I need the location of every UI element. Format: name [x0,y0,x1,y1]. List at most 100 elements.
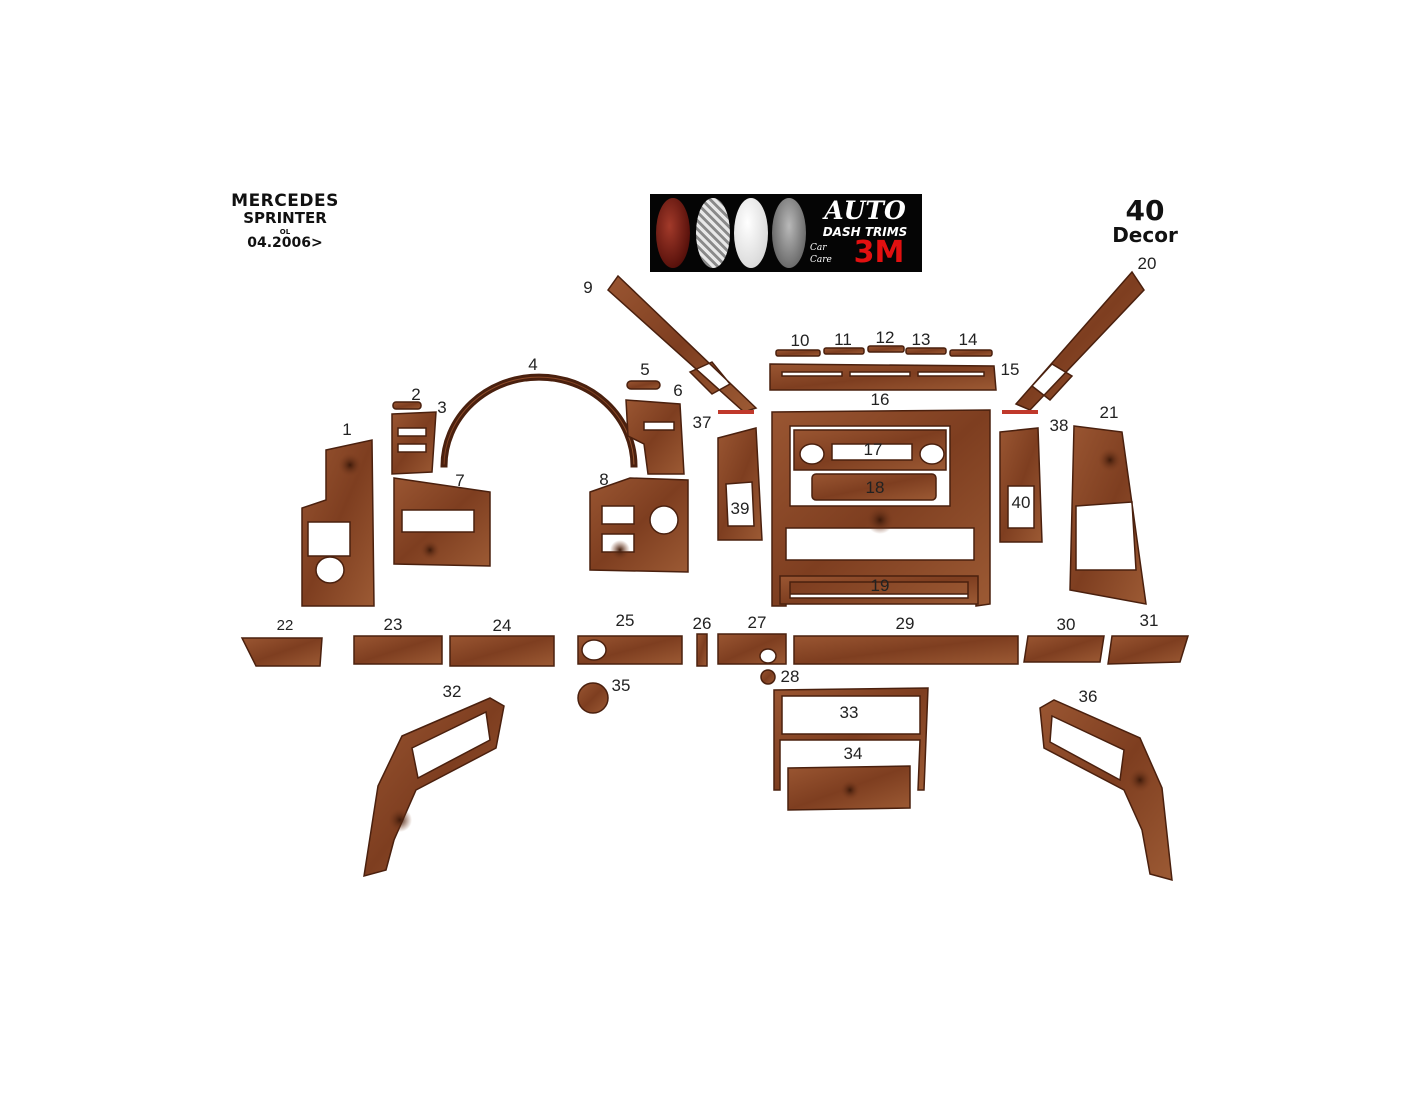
piece-4 [440,373,638,468]
logo-3m: 3M [853,235,905,270]
piece-label-7: 7 [455,471,465,490]
piece-label-4: 4 [528,355,538,374]
piece-label-28: 28 [780,667,800,686]
piece-8 [589,477,689,573]
piece-label-36: 36 [1078,687,1098,706]
piece-label-11: 11 [834,330,852,349]
piece-14 [949,349,993,357]
piece-label-19: 19 [870,576,890,595]
piece-19 [779,575,979,605]
knot-a [338,453,362,477]
piece-1 [301,439,375,607]
make-label: MERCEDES [231,191,339,211]
piece-6 [625,399,685,475]
piece-label-35: 35 [611,676,631,695]
piece-38 [999,427,1043,543]
carbon-swatch-icon [696,198,730,268]
piece-label-2: 2 [411,385,421,404]
piece-18 [811,473,937,501]
model-label: SPRINTER [243,209,327,227]
accent-37 [718,410,754,414]
piece-label-6: 6 [673,381,683,400]
piece-32 [363,697,505,878]
knot-d [866,506,894,534]
silver-swatch-icon [772,198,806,268]
piece-37 [717,427,763,541]
piece-26 [696,633,708,667]
piece-label-3: 3 [437,398,447,417]
piece-2 [392,401,422,410]
piece-label-29: 29 [895,614,915,633]
brand-logo: AUTO DASH TRIMS Car Care 3M [650,194,922,272]
knot-e [1098,448,1122,472]
piece-count: 40 [1125,194,1165,227]
piece-29 [793,635,1019,665]
piece-11 [823,347,865,355]
piece-21 [1069,425,1147,605]
piece-28 [760,669,776,685]
sub-label: OL [279,228,291,236]
piece-13 [905,347,947,355]
piece-label-38: 38 [1049,416,1069,435]
piece-35 [577,682,609,714]
piece-15 [769,363,997,391]
piece-31 [1107,635,1190,665]
piece-24 [449,635,555,667]
piece-7 [393,477,491,567]
knot-f [388,808,412,832]
piece-9 [606,274,758,413]
piece-10 [775,349,821,357]
piece-33 [773,687,929,791]
logo-auto: AUTO [824,196,906,225]
piece-label-10: 10 [790,331,810,350]
accent-38 [1002,410,1038,414]
piece-20 [1014,270,1145,411]
piece-label-39: 39 [730,499,750,518]
piece-label-22: 22 [276,617,294,634]
date-label: 04.2006> [247,235,323,251]
decor-label: Decor [1112,223,1178,247]
piece-label-27: 27 [747,613,767,632]
knot-h [840,780,860,800]
piece-label-21: 21 [1099,403,1119,422]
piece-label-14: 14 [958,330,978,349]
piece-label-1: 1 [342,420,352,439]
piece-label-37: 37 [692,413,712,432]
piece-label-26: 26 [692,614,712,633]
piece-17 [793,429,947,471]
piece-label-20: 20 [1137,254,1157,273]
logo-car-care: Car Care [810,243,832,265]
piece-label-15: 15 [1000,360,1020,379]
piece-label-13: 13 [911,330,931,349]
piece-label-25: 25 [615,611,635,630]
piece-label-16: 16 [870,390,890,409]
piece-label-32: 32 [442,682,462,701]
piece-30 [1023,635,1105,663]
piece-label-8: 8 [599,470,609,489]
piece-label-33: 33 [839,703,859,722]
piece-label-5: 5 [640,360,650,379]
piece-label-34: 34 [843,744,863,763]
piece-12 [867,345,905,353]
piece-label-12: 12 [875,328,895,347]
piece-label-31: 31 [1139,611,1159,630]
white-swatch-icon [734,198,768,268]
knot-c [610,540,630,560]
piece-36 [1039,699,1173,882]
piece-5 [626,380,661,390]
piece-label-9: 9 [583,278,593,297]
piece-23 [353,635,443,665]
piece-25 [577,635,683,665]
piece-22 [240,637,323,667]
piece-label-30: 30 [1056,615,1076,634]
piece-label-24: 24 [492,616,512,635]
wood-swatch-icon [656,198,690,268]
knot-g [1128,768,1152,792]
piece-label-23: 23 [383,615,403,634]
piece-label-40: 40 [1011,493,1031,512]
logo-dash-trims: DASH TRIMS [822,225,908,239]
piece-27 [717,633,787,665]
piece-label-18: 18 [865,478,885,497]
